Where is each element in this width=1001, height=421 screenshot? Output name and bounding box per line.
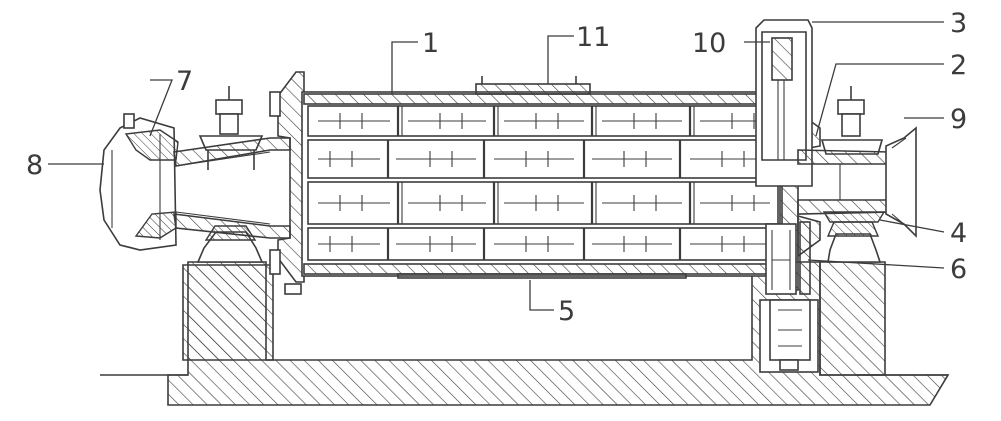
girth-gear-top	[771, 37, 793, 81]
feeder-stub	[123, 113, 135, 129]
liner-row-4-joints	[386, 228, 682, 260]
liner-row-2-joints	[386, 140, 682, 178]
feed-head-foot	[284, 283, 302, 295]
label-7: 7	[176, 66, 193, 97]
leader-2	[815, 63, 944, 137]
liner-row-1-joints	[396, 106, 692, 136]
liner-plates	[307, 105, 779, 261]
bottom-liner	[303, 263, 781, 275]
label-8: 8	[26, 150, 43, 181]
right-bearing-base	[827, 233, 882, 263]
label-10: 10	[692, 28, 726, 59]
discharge-bell	[885, 126, 917, 238]
liner-row-3-joints-inner	[401, 182, 695, 224]
liner-row-1-joints-inner	[401, 106, 695, 136]
label-6: 6	[950, 254, 967, 285]
label-2: 2	[950, 50, 967, 81]
part-labels: 1 2 3 4 5 6 7 8 9 10 11	[26, 8, 967, 327]
leader-lines	[48, 21, 945, 311]
leader-5	[529, 280, 554, 311]
left-pedestal	[182, 264, 274, 361]
pinion-housing	[765, 223, 797, 295]
leader-4	[879, 219, 945, 233]
right-main-bearing	[820, 86, 884, 263]
pinion-detail	[771, 230, 791, 290]
feed-head-bolt-bottom	[269, 249, 281, 275]
foundation	[100, 261, 950, 406]
bottom-plate	[397, 273, 687, 279]
label-11: 11	[576, 22, 610, 53]
drive-foot	[779, 359, 799, 371]
label-1: 1	[422, 28, 439, 59]
leader-11	[547, 35, 574, 84]
drive-unit-detail	[778, 309, 802, 347]
feed-head-bolt-top	[269, 91, 281, 117]
liner-bolt-lines	[318, 120, 770, 245]
feed-trunnion-bore	[175, 151, 271, 225]
feed-end-head	[277, 71, 305, 283]
girth-gear-web	[777, 80, 785, 160]
right-bearing-lubricator-body	[841, 113, 861, 137]
leader-6	[807, 259, 945, 269]
right-bearing-pad	[826, 221, 880, 237]
label-4: 4	[950, 218, 967, 249]
leader-1	[391, 41, 418, 94]
right-pedestal	[819, 261, 886, 376]
label-5: 5	[558, 296, 575, 327]
feed-head	[99, 113, 179, 251]
top-liner	[303, 93, 781, 105]
discharge-end	[755, 19, 917, 371]
feed-trunnion	[173, 71, 305, 295]
right-bearing-liner	[822, 211, 886, 223]
feed-trunnion-bottom-wall	[173, 213, 291, 239]
left-bearing-lubricator	[215, 99, 243, 115]
right-bearing-lubricator	[837, 99, 865, 115]
left-bearing-lubricator-body	[219, 113, 239, 135]
discharge-trunnion-top	[797, 149, 893, 165]
liner-bolt-ticks	[329, 113, 755, 252]
label-3: 3	[950, 8, 967, 39]
leader-7	[149, 79, 173, 137]
label-9: 9	[950, 104, 967, 135]
pinion-shaft	[799, 221, 811, 295]
manhole-cover	[475, 83, 591, 95]
liner-row-3-joints	[396, 182, 692, 224]
